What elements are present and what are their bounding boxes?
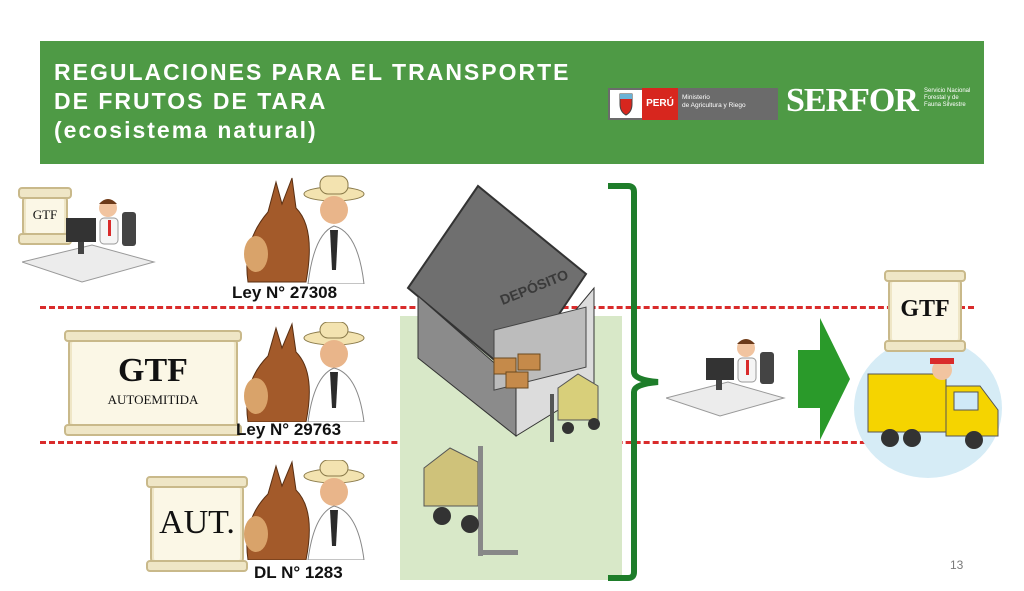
computer-user-icon	[666, 339, 786, 417]
scroll-gtf-right-label: GTF	[900, 296, 950, 322]
ministry-logo: PERÚ Ministerio de Agricultura y Riego	[608, 88, 778, 120]
serfor-subtitle: Servicio Nacional Forestal y de Fauna Si…	[924, 88, 971, 108]
title-banner: REGULACIONES PARA EL TRANSPORTE DE FRUTO…	[40, 41, 984, 164]
ministry-line-2: de Agricultura y Riego	[682, 102, 746, 109]
title-line-1: REGULACIONES PARA EL TRANSPORTE	[54, 59, 571, 85]
scroll-roll-bottom	[64, 424, 242, 436]
scroll-roll-bottom	[884, 340, 966, 352]
ministry-text: Ministerio de Agricultura y Riego	[682, 94, 746, 110]
title-line-2: DE FRUTOS DE TARA	[54, 88, 328, 114]
page-number: 13	[950, 558, 964, 572]
scroll-aut: AUT.	[146, 476, 248, 572]
peru-label: PERÚ	[642, 88, 678, 120]
arrow-right-icon	[798, 318, 850, 440]
law-label-27308: Ley N° 27308	[232, 283, 338, 302]
serfor-logo: SERFOR	[786, 82, 919, 119]
law-label-29763: Ley N° 29763	[236, 420, 342, 439]
scroll-gtf-autoemitida: GTF AUTOEMITIDA	[64, 330, 242, 436]
ministry-line-1: Ministerio	[682, 94, 710, 101]
scroll-gtf-sub-label: AUTOEMITIDA	[107, 392, 199, 407]
scroll-gtf-main-label: GTF	[118, 352, 188, 389]
scroll-aut-label: AUT.	[159, 504, 235, 541]
scroll-roll-top	[64, 330, 242, 342]
scroll-roll-top	[146, 476, 248, 488]
peru-shield-icon	[610, 90, 642, 118]
scroll-gtf-small-label: GTF	[32, 207, 58, 222]
computer-user-icon	[22, 199, 156, 283]
farmer-mule-icon	[244, 175, 365, 284]
scroll-roll-top	[18, 187, 72, 199]
scroll-gtf-right: GTF	[884, 270, 966, 352]
scroll-roll-top	[884, 270, 966, 282]
warehouse-icon	[406, 184, 600, 556]
scroll-gtf-small: GTF	[18, 187, 72, 245]
brace-icon	[608, 183, 659, 581]
title-line-3: (ecosistema natural)	[54, 117, 318, 143]
delivery-truck-icon	[854, 336, 1002, 478]
law-label-1283: DL N° 1283	[254, 563, 343, 582]
scroll-roll-bottom	[146, 560, 248, 572]
farmer-mule-icon	[244, 460, 365, 560]
farmer-mule-icon	[244, 322, 365, 422]
